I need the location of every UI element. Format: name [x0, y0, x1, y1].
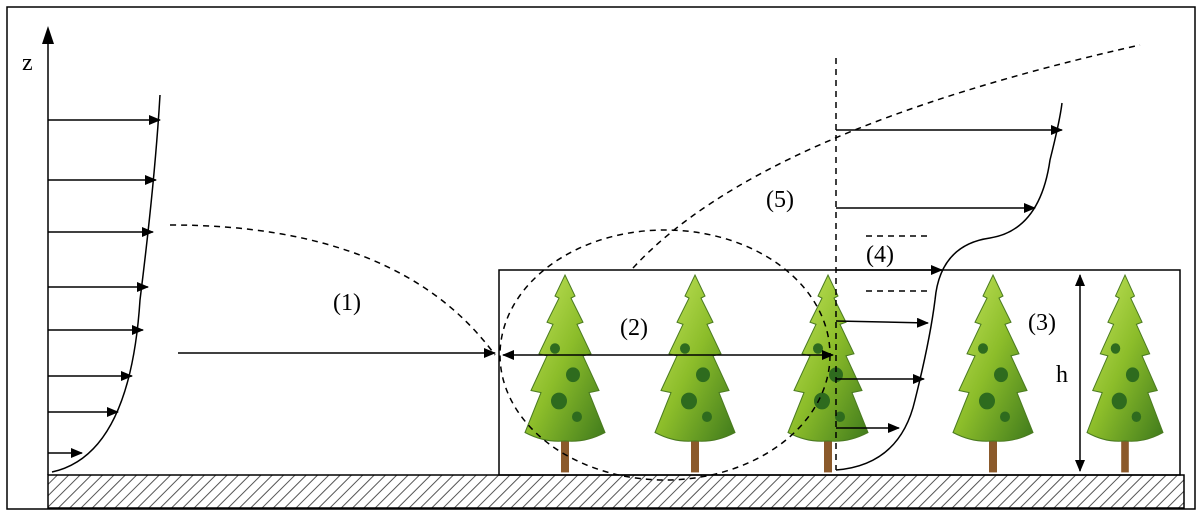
- canopy-velocity-arrows: [835, 125, 1063, 433]
- ground-surface: [47, 474, 1185, 509]
- internal-boundary-layer-curve: [632, 44, 1141, 269]
- tree-3: [787, 274, 869, 473]
- tree-5: [1086, 274, 1164, 473]
- region-3-label: (3): [1028, 310, 1056, 336]
- z-axis-label: z: [22, 50, 33, 76]
- canopy-velocity-profile: [835, 102, 1063, 471]
- region-5-label: (5): [766, 187, 794, 213]
- figure-border: [6, 6, 1196, 510]
- region-2-label: (2): [620, 315, 648, 341]
- tree-2: [654, 274, 736, 473]
- upstream-velocity-profile: [51, 94, 161, 473]
- adjustment-curve-1: [169, 224, 496, 356]
- tree-4: [952, 274, 1034, 473]
- region-1-label: (1): [333, 290, 361, 316]
- region-4-label: (4): [866, 242, 894, 268]
- z-axis-arrowhead: [42, 26, 54, 44]
- upstream-velocity-arrows: [48, 115, 161, 458]
- canopy-height-label: h: [1056, 362, 1068, 388]
- tree-1: [524, 274, 606, 473]
